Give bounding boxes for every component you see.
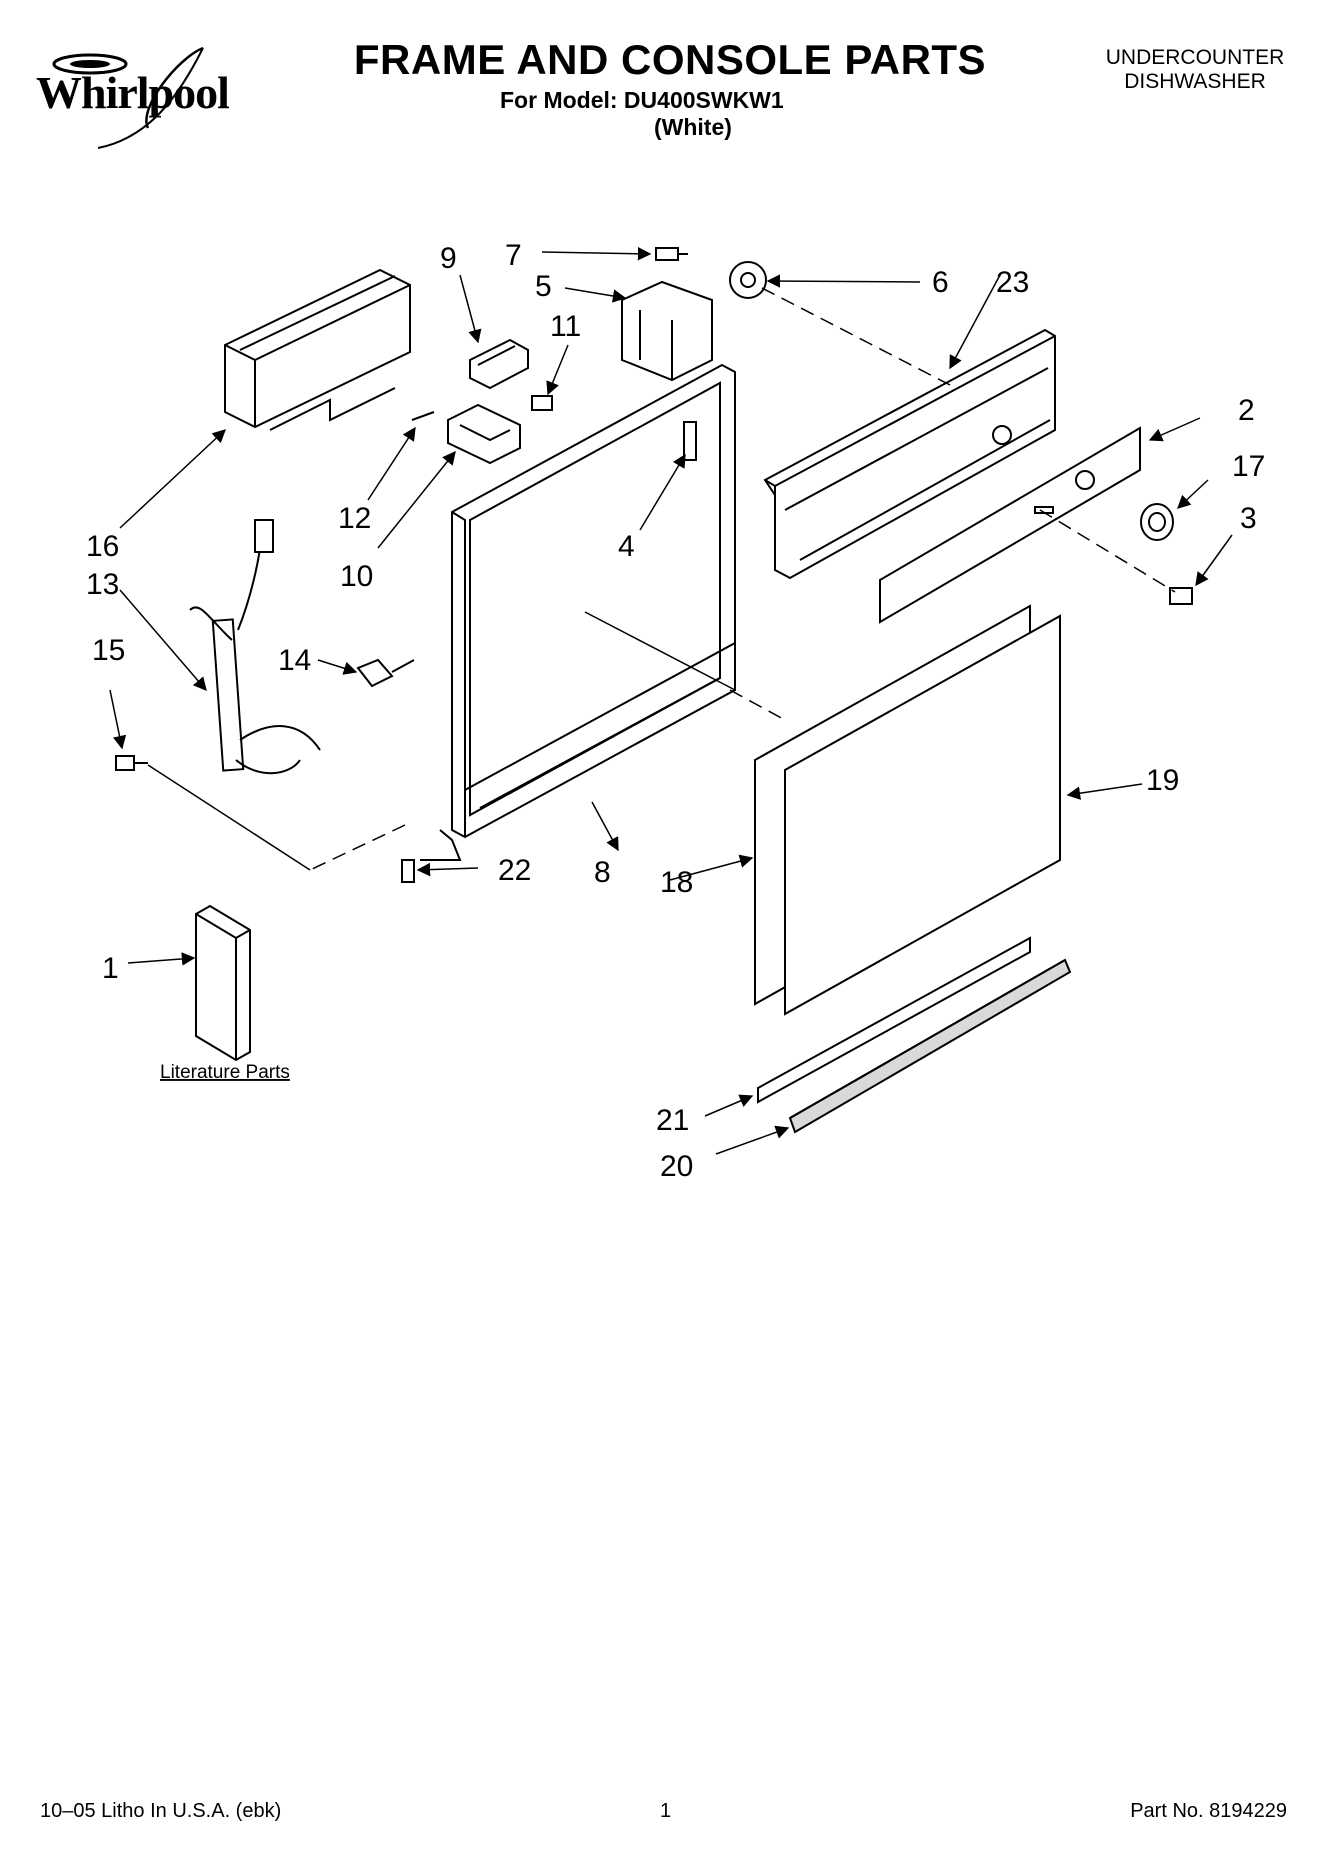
part-2-control-overlay	[879, 426, 1141, 624]
color-line: (White)	[654, 114, 732, 140]
callout-2: 2	[1238, 394, 1255, 427]
part-number: Part No. 8194229	[1130, 1800, 1287, 1822]
part-19-door-panel	[784, 614, 1061, 1016]
part-16-console-cover	[224, 268, 411, 431]
callout-12: 12	[338, 502, 371, 535]
litho-line: 10–05 Litho In U.S.A. (ebk)	[40, 1800, 282, 1822]
part-5-switch	[621, 280, 713, 382]
callout-13: 13	[86, 568, 119, 601]
callout-19: 19	[1146, 764, 1179, 797]
part-10-holder	[447, 403, 521, 465]
callout-18: 18	[660, 866, 693, 899]
product-type-line2: DISHWASHER	[1124, 70, 1266, 93]
part-1-literature	[195, 904, 251, 1062]
part-6-knob	[729, 261, 767, 299]
callout-11: 11	[550, 310, 581, 343]
part-7-screw	[655, 247, 688, 261]
part-15-screw	[115, 755, 148, 771]
whirlpool-logo	[28, 38, 268, 158]
callout-1: 1	[102, 952, 119, 985]
part-17-knob	[1140, 503, 1174, 541]
part-11-connector	[531, 395, 553, 411]
callout-8: 8	[594, 856, 611, 889]
solid-guide-lines	[147, 611, 736, 871]
callout-20: 20	[660, 1150, 693, 1183]
part-23-console-panel	[763, 328, 1056, 580]
callout-15: 15	[92, 634, 125, 667]
leader-arrows	[109, 247, 1233, 1155]
part-12-strip	[411, 411, 435, 421]
part-20-bottom-trim	[788, 958, 1072, 1134]
callout-14: 14	[278, 644, 311, 677]
product-type: UNDERCOUNTER DISHWASHER	[1080, 46, 1310, 94]
callout-3: 3	[1240, 502, 1257, 535]
callout-22: 22	[498, 854, 531, 887]
page-number: 1	[660, 1800, 672, 1822]
brand-name: Whirlpool	[36, 67, 230, 118]
literature-parts-label: Literature Parts	[160, 1062, 290, 1083]
part-21-trim-strip	[757, 936, 1031, 1104]
part-9-bracket	[469, 338, 529, 390]
callout-9: 9	[440, 242, 457, 275]
model-line: For Model: DU400SWKW1	[500, 87, 784, 113]
swirl-icon	[52, 46, 204, 149]
page-title: FRAME AND CONSOLE PARTS	[353, 36, 987, 83]
callout-7: 7	[505, 239, 522, 272]
part-13-wire-harness	[189, 519, 321, 775]
part-14-sensor	[356, 658, 415, 688]
product-type-line1: UNDERCOUNTER	[1105, 46, 1285, 69]
alignment-lines	[309, 287, 1176, 871]
callout-10: 10	[340, 560, 373, 593]
callout-21: 21	[656, 1104, 689, 1137]
part-8-door-frame	[420, 363, 736, 861]
part-22-clip	[401, 859, 415, 883]
callout-23: 23	[996, 266, 1029, 299]
callout-16: 16	[86, 530, 119, 563]
callout-6: 6	[932, 266, 949, 299]
callout-4: 4	[618, 530, 635, 563]
callout-17: 17	[1232, 450, 1265, 483]
callout-5: 5	[535, 270, 552, 303]
part-3-clip	[1169, 587, 1193, 605]
